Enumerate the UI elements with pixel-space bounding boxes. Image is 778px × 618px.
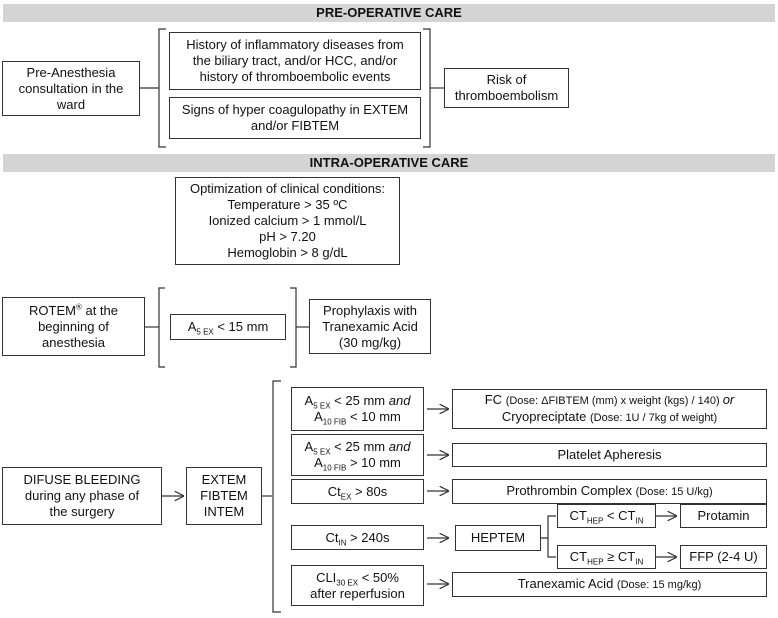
treatment-prothrombin-box: Prothrombin Complex (Dose: 15 U/kg) (452, 479, 767, 504)
consultation-line-3: ward (56, 96, 86, 112)
bleeding-line-1: DIFUSE BLEEDING (23, 472, 141, 487)
condition-ctin-text: CtIN > 240s (325, 529, 390, 548)
heptem-box: HEPTEM (455, 525, 541, 551)
prophylaxis-line-1: Prophylaxis with (323, 302, 417, 318)
risk-box: Risk of thromboembolism (444, 68, 569, 108)
ffp-box: FFP (2-4 U) (680, 545, 767, 569)
ct-hep-less-text: CTHEP < CTIN (569, 508, 644, 526)
prophylaxis-line-3: (30 mg/kg) (338, 334, 402, 350)
condition-box-platelet: A5 EX < 25 mm and A10 FIB > 10 mm (291, 434, 424, 476)
diffuse-bleeding-box: DIFUSE BLEEDING during any phase of the … (2, 467, 162, 525)
a5-threshold-box: A5 EX < 15 mm (170, 314, 286, 340)
treatment-tranexamic-box: Tranexamic Acid (Dose: 15 mg/kg) (452, 572, 767, 597)
conditions-bracket (272, 380, 281, 613)
optimization-ph: pH > 7.20 (259, 229, 316, 244)
prophylaxis-line-2: Tranexamic Acid (322, 318, 418, 334)
pre-op-right-bracket (423, 28, 431, 148)
consultation-line-1: Pre-Anesthesia (26, 64, 116, 80)
consultation-line-2: consultation in the (18, 80, 124, 96)
condition-box-ctex: CtEX > 80s (291, 479, 424, 504)
ct-hep-less-box: CTHEP < CTIN (557, 504, 656, 528)
condition-fc-line-1: A5 EX < 25 mm and (304, 393, 411, 411)
rotem-right-bracket (290, 287, 297, 368)
pre-anesthesia-consultation-box: Pre-Anesthesia consultation in the ward (2, 61, 140, 116)
rotem-line-3: anesthesia (42, 334, 105, 350)
treatment-tranexamic-text: Tranexamic Acid (Dose: 15 mg/kg) (517, 576, 702, 591)
condition-box-ctin: CtIN > 240s (291, 525, 424, 550)
condition-fc-line-2: A10 FIB < 10 mm (314, 409, 401, 427)
risk-line-2: thromboembolism (454, 88, 559, 103)
heptem-branch-down (547, 538, 556, 558)
rotem-box: ROTEM® at the beginning of anesthesia (2, 297, 145, 356)
optimization-calcium: Ionized calcium > 1 mmol/L (208, 213, 367, 228)
condition-platelet-line-2: A10 FIB > 10 mm (314, 455, 401, 473)
pre-op-left-bracket (158, 28, 166, 148)
optimization-temperature: Temperature > 35 ºC (227, 197, 348, 212)
bleeding-line-2: during any phase of (24, 488, 140, 503)
condition-platelet-line-1: A5 EX < 25 mm and (304, 439, 411, 457)
protamin-text: Protamin (697, 508, 750, 523)
condition-ctex-text: CtEX > 80s (327, 483, 388, 502)
treatment-fc-line-2: Cryopreciptate (Dose: 1U / 7kg of weight… (501, 409, 718, 424)
rotem-line-1: ROTEM® at the (29, 302, 118, 318)
rotem-line-2: beginning of (38, 318, 109, 334)
heptem-branch-up (541, 515, 556, 539)
intra-operative-banner: INTRA-OPERATIVE CARE (3, 154, 775, 172)
protamin-box: Protamin (680, 504, 767, 528)
bleeding-line-3: the surgery (49, 504, 115, 519)
prophylaxis-box: Prophylaxis with Tranexamic Acid (30 mg/… (309, 299, 431, 354)
ffp-text: FFP (2-4 U) (689, 549, 758, 564)
hypercoagulopathy-box: Signs of hyper coagulopathy in EXTEM and… (169, 97, 421, 139)
optimization-title: Optimization of clinical conditions: (189, 181, 386, 196)
test-fibtem: FIBTEM (200, 488, 248, 503)
pre-operative-banner: PRE-OPERATIVE CARE (3, 4, 775, 22)
rotem-left-bracket (158, 287, 165, 368)
tests-box: EXTEM FIBTEM INTEM (186, 467, 262, 525)
condition-box-fc: A5 EX < 25 mm and A10 FIB < 10 mm (291, 387, 424, 431)
test-intem: INTEM (203, 504, 245, 519)
ct-hep-greater-box: CTHEP ≥ CTIN (557, 545, 656, 569)
ct-hep-greater-text: CTHEP ≥ CTIN (569, 549, 644, 567)
treatment-platelet-text: Platelet Apheresis (557, 447, 662, 462)
hypercoag-line-2: and/or FIBTEM (250, 118, 340, 133)
condition-cli30-line-2: after reperfusion (310, 585, 405, 601)
risk-line-1: Risk of (486, 72, 527, 87)
treatment-fc-box: FC (Dose: ΔFIBTEM (mm) x weight (kgs) / … (452, 389, 767, 429)
a5-threshold-text: A5 EX < 15 mm (187, 319, 269, 337)
history-line-1: History of inflammatory diseases from (186, 37, 404, 52)
treatment-prothrombin-text: Prothrombin Complex (Dose: 15 U/kg) (506, 483, 713, 498)
heptem-text: HEPTEM (470, 530, 526, 545)
optimization-box: Optimization of clinical conditions: Tem… (175, 177, 400, 265)
condition-cli30-line-1: CLI30 EX < 50% (316, 569, 399, 588)
hypercoag-line-1: Signs of hyper coagulopathy in EXTEM (181, 102, 409, 117)
treatment-fc-line-1: FC (Dose: ΔFIBTEM (mm) x weight (kgs) / … (484, 392, 735, 407)
treatment-platelet-box: Platelet Apheresis (452, 443, 767, 467)
history-line-2: the biliary tract, and/or HCC, and/or (192, 53, 398, 68)
optimization-hemoglobin: Hemoglobin > 8 g/dL (227, 245, 348, 260)
condition-box-cli30: CLI30 EX < 50% after reperfusion (291, 565, 424, 606)
test-extem: EXTEM (201, 472, 247, 487)
history-box: History of inflammatory diseases from th… (169, 32, 421, 90)
history-line-3: history of thromboembolic events (199, 69, 391, 84)
